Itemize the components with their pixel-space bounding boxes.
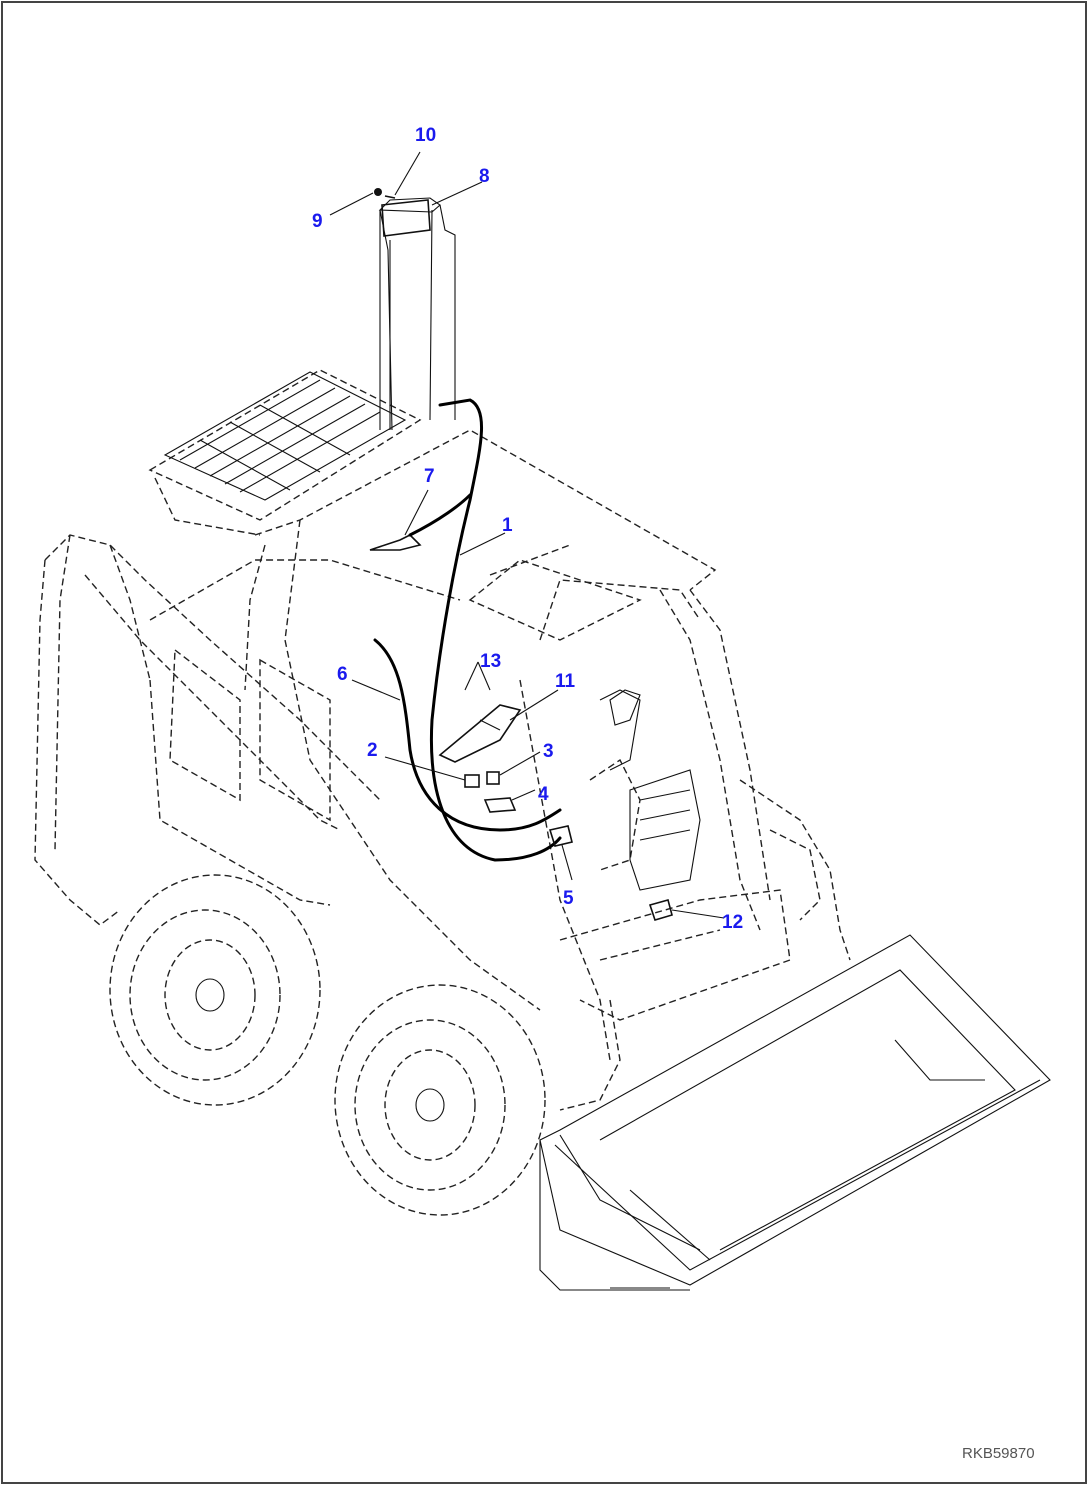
bucket <box>539 934 1051 1291</box>
callout-8: 8 <box>479 166 490 187</box>
document-id: RKB59870 <box>962 1445 1035 1462</box>
callout-5: 5 <box>563 888 574 909</box>
leader-lines <box>329 151 725 919</box>
skid-steer-loader-outline <box>34 197 851 1111</box>
callout-13: 13 <box>480 651 501 672</box>
callout-10: 10 <box>415 125 436 146</box>
front-wheel <box>334 984 546 1216</box>
callout-12: 12 <box>722 912 743 933</box>
callout-2: 2 <box>367 740 378 761</box>
callout-3: 3 <box>543 741 554 762</box>
wiring-harness-assembly <box>369 188 673 921</box>
callouts: 1 2 3 4 5 6 7 8 9 10 11 12 13 <box>312 125 743 933</box>
callout-9: 9 <box>312 211 323 232</box>
callout-7: 7 <box>424 466 435 487</box>
callout-1: 1 <box>502 515 513 536</box>
rear-wheel <box>109 874 321 1106</box>
callout-11: 11 <box>555 671 576 692</box>
callout-4: 4 <box>538 784 549 805</box>
callout-6: 6 <box>337 664 348 685</box>
